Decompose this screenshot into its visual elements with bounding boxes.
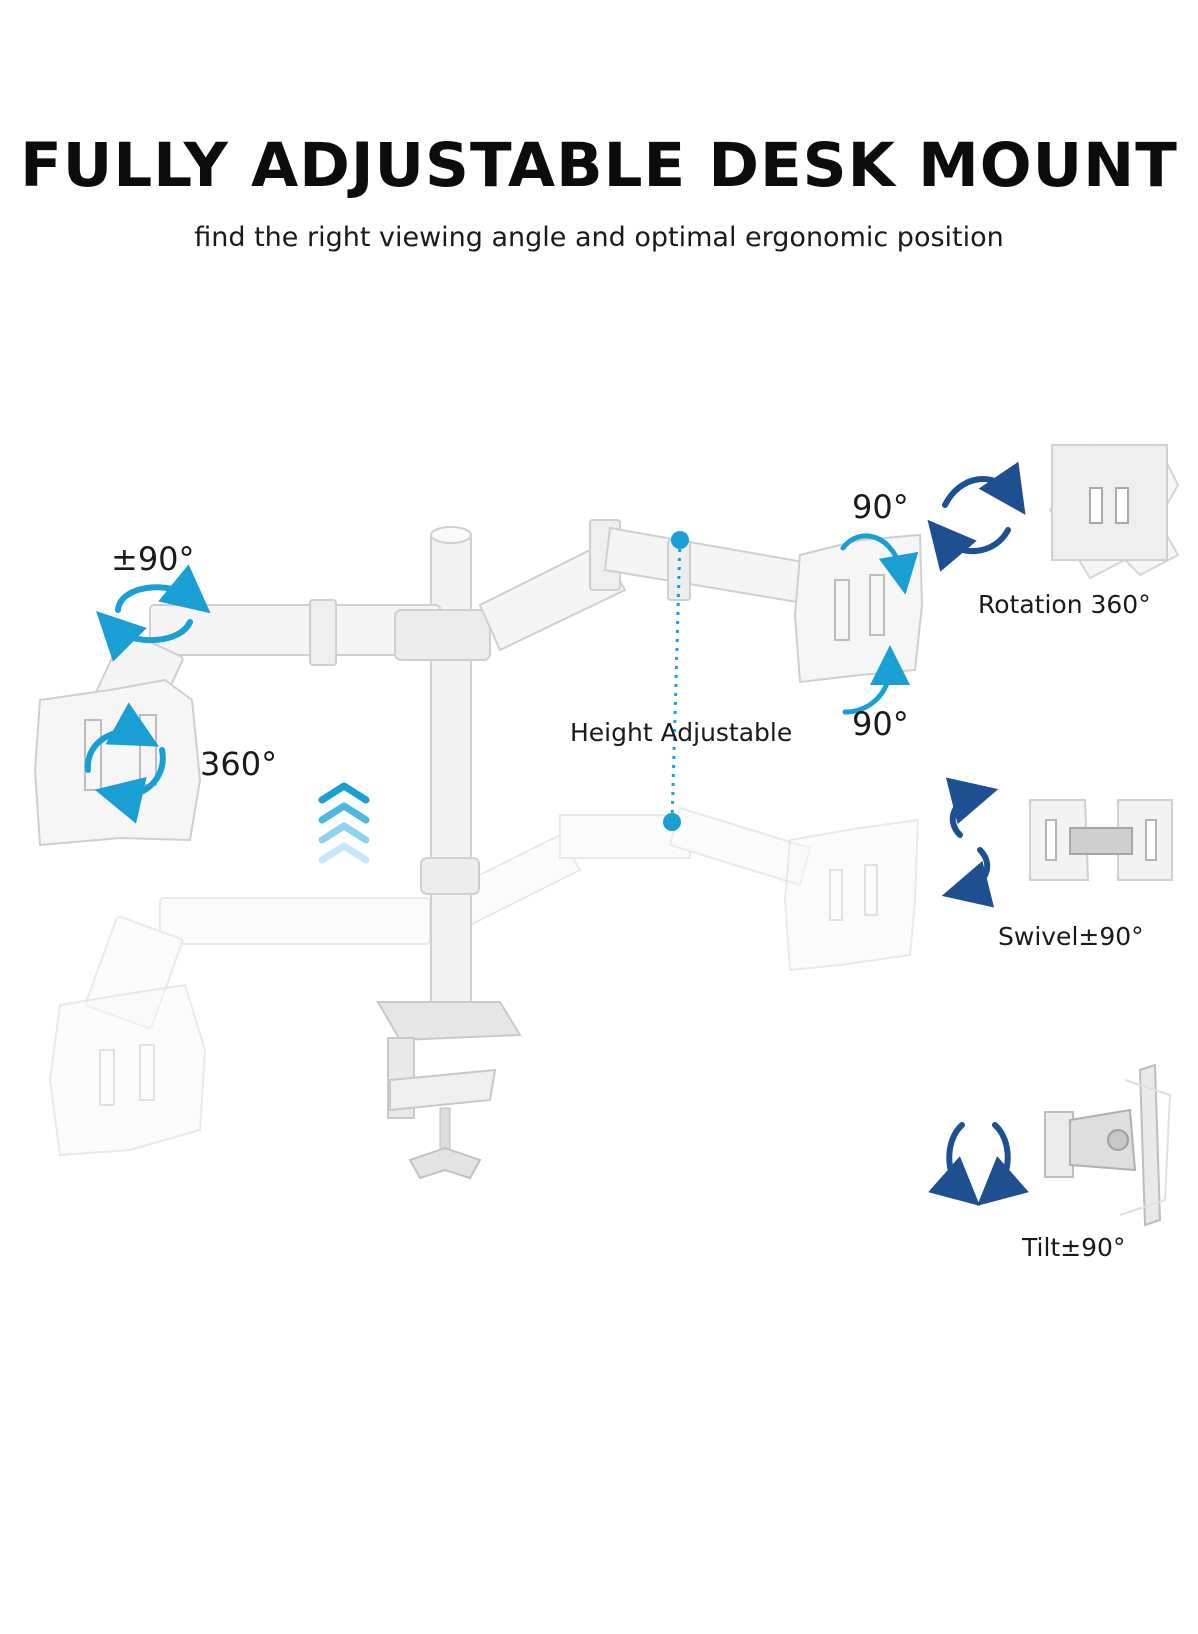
label-rotate-left: 360°: [200, 745, 278, 783]
upper-left-plate: [33, 678, 202, 847]
label-tilt-bottom: 90°: [852, 705, 909, 743]
label-tilt-top: 90°: [852, 488, 909, 526]
label-rotation: Rotation 360°: [978, 590, 1151, 619]
label-swivel: Swivel±90°: [998, 922, 1144, 951]
upper-right-plate: [793, 533, 924, 684]
desk-clamp: [376, 1001, 522, 1180]
swivel-arrow-icon: [96, 564, 211, 662]
rotation-plate: [1048, 443, 1180, 580]
rotate-arrow-icon: [84, 702, 166, 824]
up-chevron-icon: [318, 782, 370, 864]
swivel-plates: [1029, 799, 1173, 881]
lower-left-plate-ghost: [48, 983, 207, 1157]
tilt-arrow-icon: [840, 533, 919, 715]
rotation-arrows-icon: [927, 461, 1026, 572]
lower-right-plate-ghost: [783, 818, 920, 972]
upper-right-arm: [478, 519, 822, 652]
page-title: FULLY ADJUSTABLE DESK MOUNT: [20, 130, 1178, 201]
tilt-bracket: [1044, 1063, 1172, 1227]
page-subtitle: find the right viewing angle and optimal…: [194, 222, 1004, 253]
label-swivel-left: ±90°: [111, 540, 195, 578]
tilt-arrows-icon: [928, 1122, 1029, 1206]
height-indicator: [663, 531, 689, 831]
label-height-adjustable: Height Adjustable: [570, 718, 793, 747]
swivel-arrows-icon: [941, 777, 999, 908]
label-tilt: Tilt±90°: [1022, 1233, 1126, 1262]
